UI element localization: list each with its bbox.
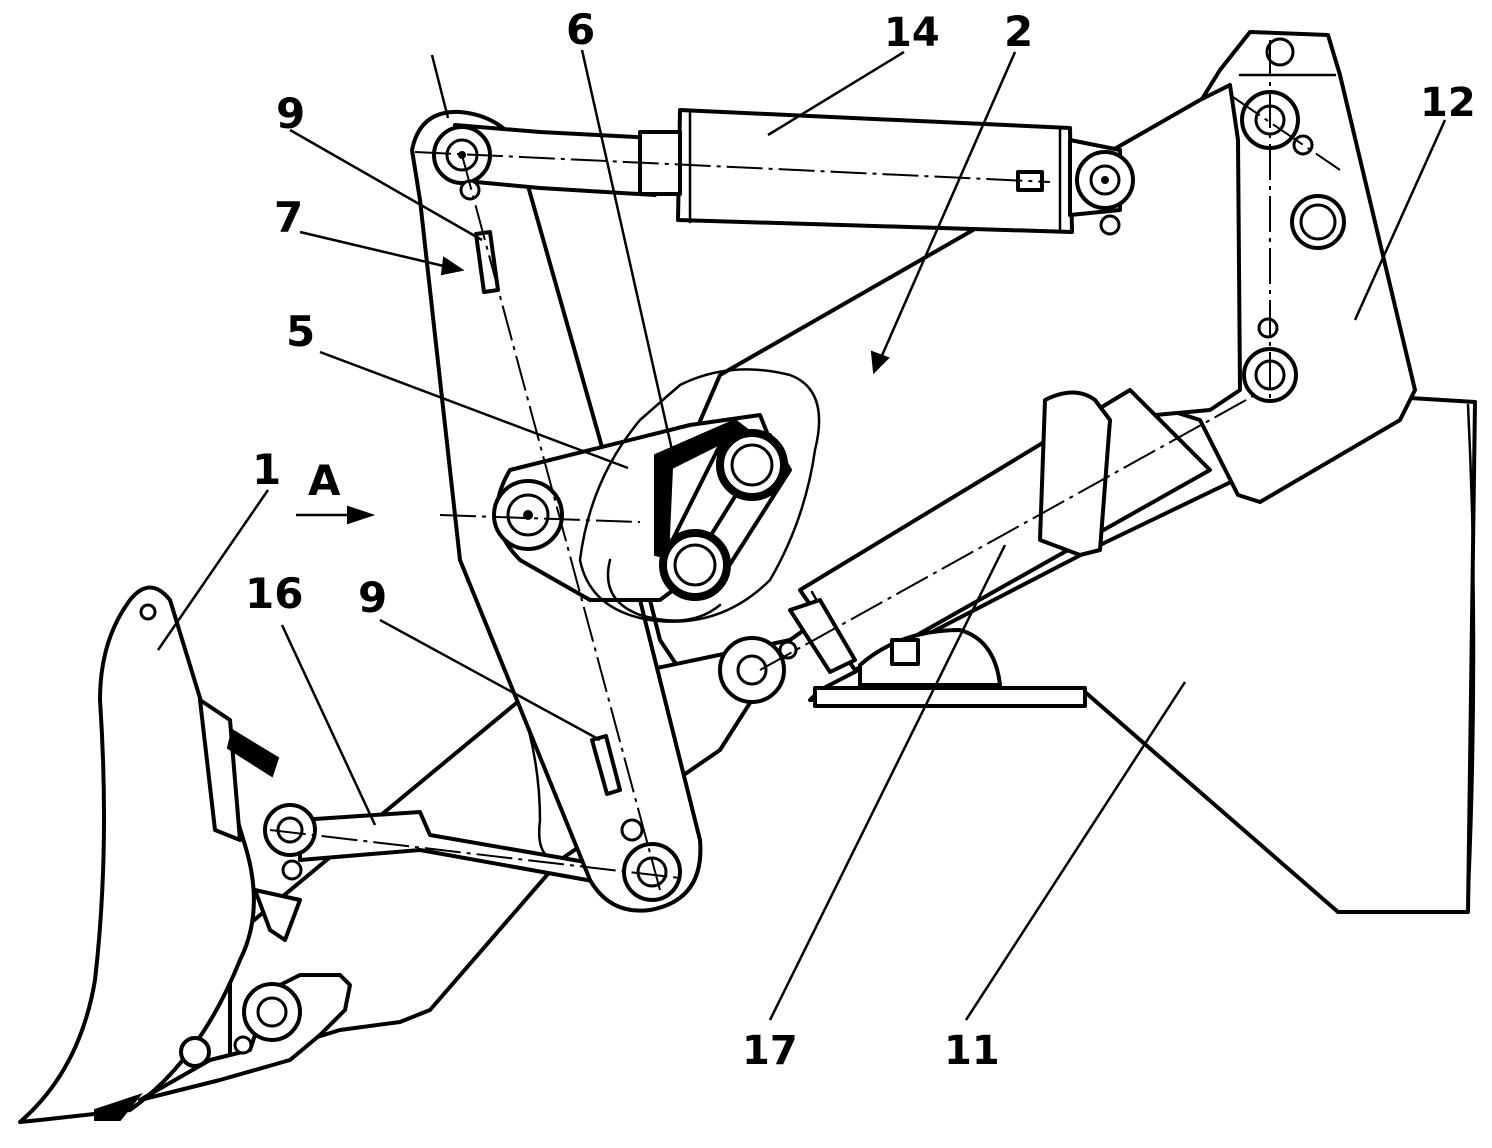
callout-9-upper: 9	[276, 89, 305, 138]
pin-tooth-holder	[233, 982, 302, 1055]
callout-16: 16	[245, 569, 303, 618]
slots-9	[474, 230, 622, 796]
callout-1: 1	[252, 445, 281, 494]
pins	[233, 37, 1346, 1055]
pin-rod16-left	[263, 803, 317, 881]
boundary-6	[578, 368, 821, 623]
pin-cyl14-right	[1075, 150, 1135, 236]
tooth-1	[18, 585, 280, 1124]
callout-2: 2	[1004, 7, 1033, 56]
fitting-cyl17	[890, 638, 920, 666]
view-arrow-a: A	[296, 456, 376, 525]
callouts: 1 16 9 9 7 5 6 14 2 12 17 11	[245, 5, 1476, 1074]
view-arrow-label: A	[308, 456, 341, 505]
belt-6	[654, 418, 792, 601]
pin-link7-bottom	[620, 818, 682, 902]
pin-cyl17-lower	[718, 636, 798, 704]
callout-14: 14	[884, 10, 940, 56]
callout-6: 6	[566, 5, 595, 54]
pin-bracket12-b	[1290, 194, 1346, 250]
pin-rocker5	[492, 479, 564, 551]
leader-lines	[156, 49, 1447, 1021]
callout-11: 11	[944, 1028, 1000, 1074]
callout-5: 5	[286, 307, 315, 356]
callout-7: 7	[274, 193, 303, 242]
callout-9-lower: 9	[358, 573, 387, 622]
center-lines	[269, 40, 1341, 891]
callout-12: 12	[1420, 80, 1476, 126]
callout-17: 17	[742, 1028, 798, 1074]
